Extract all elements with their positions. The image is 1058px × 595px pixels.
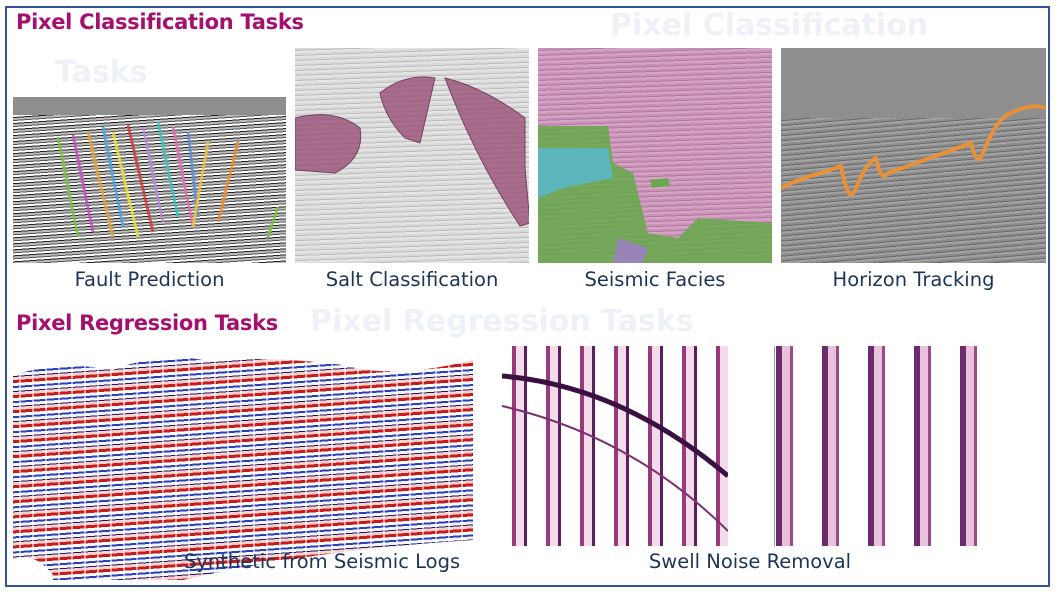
swell-noise-input-image xyxy=(502,346,728,546)
horizon-tracking-caption: Horizon Tracking xyxy=(832,268,995,291)
ghost-title: Pixel Classification xyxy=(610,8,929,43)
horizon-line xyxy=(781,104,1046,197)
salt-classification-caption: Salt Classification xyxy=(325,268,499,291)
fault-prediction-caption: Fault Prediction xyxy=(74,268,225,291)
synthetic-seismic-image xyxy=(13,350,473,580)
ghost-subtitle: Tasks xyxy=(55,55,148,90)
slide-frame xyxy=(5,6,1050,587)
fault-prediction-image xyxy=(13,97,286,263)
ghost-regression-title: Pixel Regression Tasks xyxy=(310,304,694,339)
swell-noise-arcs xyxy=(502,373,728,532)
seismic-facies-caption: Seismic Facies xyxy=(584,268,726,291)
synthetic-caption: Synthetic from Seismic Logs xyxy=(184,550,461,573)
salt-classification-image xyxy=(295,48,529,263)
depth-axis xyxy=(762,346,775,546)
classification-title: Pixel Classification Tasks xyxy=(16,10,304,34)
seismic-facies-image xyxy=(538,48,772,263)
swell-noise-caption: Swell Noise Removal xyxy=(648,550,852,573)
facies-regions xyxy=(538,126,772,263)
salt-bodies xyxy=(295,76,529,227)
horizon-tracking-image xyxy=(781,48,1046,263)
fault-lines xyxy=(56,121,280,238)
synthetic-mask xyxy=(13,350,473,580)
swell-noise-output-image xyxy=(762,346,998,546)
regression-title: Pixel Regression Tasks xyxy=(16,311,278,335)
